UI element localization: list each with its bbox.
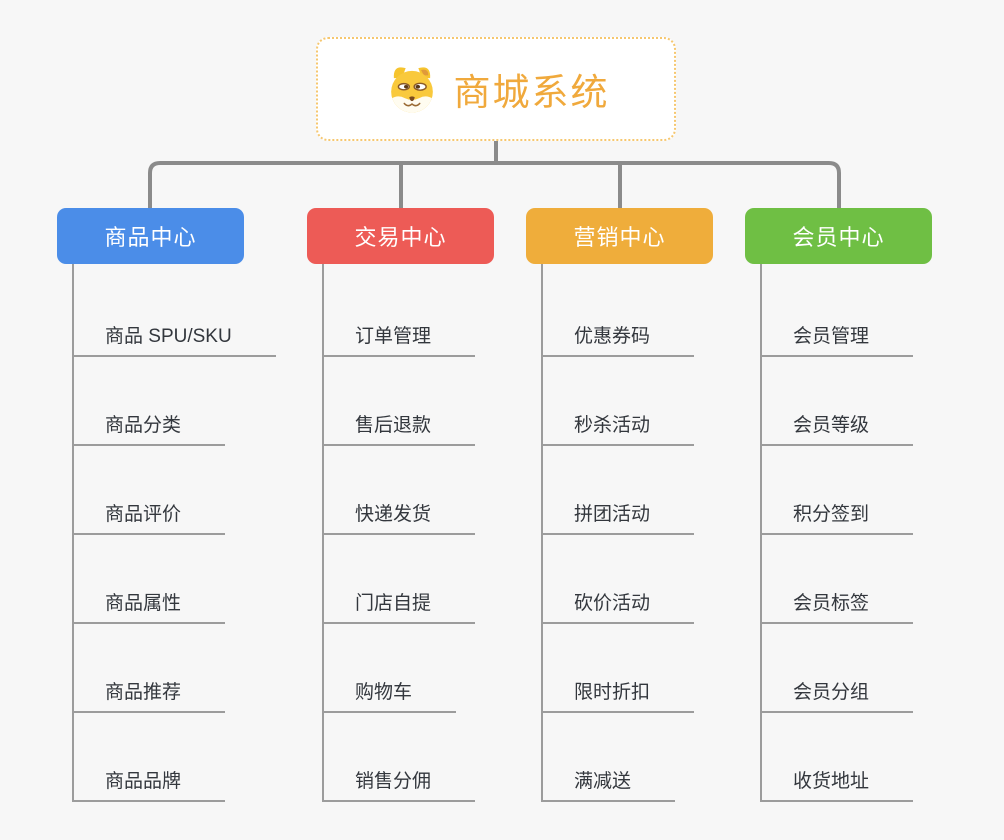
topic-item[interactable]: 商品 SPU/SKU	[72, 324, 276, 357]
branch-member-center: 会员中心 会员管理 会员等级 积分签到 会员标签 会员分组 收货地址	[745, 208, 1004, 818]
branch-header-marketing[interactable]: 营销中心	[526, 208, 713, 264]
topic-item[interactable]: 快递发货	[322, 502, 476, 535]
topic-item[interactable]: 销售分佣	[322, 769, 476, 802]
root-node[interactable]: 商城系统	[316, 37, 676, 141]
branch-trade-center: 交易中心 订单管理 售后退款 快递发货 门店自提 购物车 销售分佣	[307, 208, 567, 818]
topic-item[interactable]: 商品推荐	[72, 680, 226, 713]
topic-item[interactable]: 会员标签	[760, 591, 914, 624]
topic-item[interactable]: 售后退款	[322, 413, 476, 446]
branch-header-product[interactable]: 商品中心	[57, 208, 244, 264]
topic-item[interactable]: 商品分类	[72, 413, 226, 446]
branch-product-center: 商品中心 商品 SPU/SKU 商品分类 商品评价 商品属性 商品推荐 商品品牌	[57, 208, 317, 818]
topic-item[interactable]: 秒杀活动	[541, 413, 695, 446]
topic-item[interactable]: 门店自提	[322, 591, 476, 624]
branch-marketing-center: 营销中心 优惠券码 秒杀活动 拼团活动 砍价活动 限时折扣 满减送	[526, 208, 786, 818]
topic-item[interactable]: 会员管理	[760, 324, 914, 357]
topic-item[interactable]: 优惠券码	[541, 324, 695, 357]
topic-item[interactable]: 满减送	[541, 769, 676, 802]
topic-item[interactable]: 商品品牌	[72, 769, 226, 802]
topic-item[interactable]: 积分签到	[760, 502, 914, 535]
tree-frame-line	[148, 161, 841, 208]
topic-item[interactable]: 商品评价	[72, 502, 226, 535]
topic-item[interactable]: 商品属性	[72, 591, 226, 624]
topic-item[interactable]: 砍价活动	[541, 591, 695, 624]
topic-item[interactable]: 订单管理	[322, 324, 476, 357]
topic-item[interactable]: 拼团活动	[541, 502, 695, 535]
doge-icon	[390, 67, 433, 113]
topic-item[interactable]: 会员等级	[760, 413, 914, 446]
branch-header-member[interactable]: 会员中心	[745, 208, 932, 264]
topic-item[interactable]: 购物车	[322, 680, 457, 713]
branch-header-trade[interactable]: 交易中心	[307, 208, 494, 264]
topic-item[interactable]: 收货地址	[760, 769, 914, 802]
topic-item[interactable]: 限时折扣	[541, 680, 695, 713]
root-title: 商城系统	[453, 72, 610, 113]
topic-item[interactable]: 会员分组	[760, 680, 914, 713]
